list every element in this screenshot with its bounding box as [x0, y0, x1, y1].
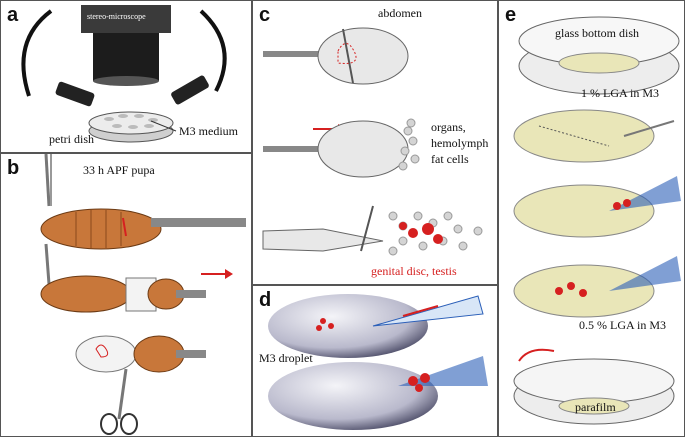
embedding-illustration	[513, 16, 681, 425]
m3-medium-label: M3 medium	[179, 124, 238, 138]
panel-b: b 33 h APF pupa	[0, 153, 252, 437]
tissue-lower	[408, 373, 430, 392]
genital-disc-label: genital disc, testis	[371, 264, 457, 278]
medium-pointer	[150, 120, 177, 132]
scissors	[117, 368, 128, 420]
abdomen-intact	[317, 27, 409, 85]
forceps-right-1	[151, 218, 246, 227]
abdomen-label: abdomen	[378, 6, 422, 20]
organs-label: organs,	[431, 120, 466, 134]
abdomen-dissection-illustration	[262, 27, 483, 256]
fat-cells	[398, 118, 420, 171]
panel-e-label: e	[505, 4, 517, 26]
genital-disc-testis	[399, 222, 443, 244]
panel-c-label: c	[259, 4, 271, 26]
droplet-label: M3 droplet	[259, 351, 313, 365]
gel-block-2	[513, 184, 655, 238]
panel-d-label: d	[259, 289, 272, 311]
abdomen-shell	[262, 228, 384, 252]
glass-dish-label: glass bottom dish	[555, 26, 640, 40]
fat-cells-label: fat cells	[431, 152, 469, 166]
objective-lens	[93, 76, 159, 86]
pupa-abdomen	[75, 335, 137, 373]
petri-dish-label: petri dish	[49, 132, 94, 146]
panel-b-label: b	[7, 157, 20, 179]
panel-d: d M3 droplet	[252, 285, 498, 437]
pipette-arrow	[402, 305, 439, 317]
microscope-body	[81, 5, 171, 33]
forceps-c1	[263, 51, 333, 57]
microscope-setup-illustration	[21, 5, 227, 143]
lamp-left	[55, 81, 95, 107]
pipette	[372, 295, 484, 327]
dish-wells	[104, 114, 158, 129]
abdomen-opened	[317, 120, 409, 178]
panel-e: e glass bottom dish 1 % LGA in M3 0.5 % …	[498, 0, 685, 437]
cut-arrow	[122, 217, 127, 237]
light-arm-left	[21, 9, 53, 97]
microscope-label: stereo-microscope	[87, 12, 146, 21]
gel-block-1	[513, 109, 655, 163]
parafilm-label: parafilm	[575, 400, 616, 414]
lamp-right	[171, 75, 209, 105]
forceps-c2	[263, 146, 333, 152]
forceps-top	[44, 154, 51, 207]
panel-a: a stereo-microscope petri dish M3 medium	[0, 0, 252, 153]
released-cells	[388, 211, 483, 256]
panel-c: c abdomen organs, hemolymph fat cells ge…	[252, 0, 498, 285]
microscope-objective	[93, 33, 159, 81]
pupa-intact	[40, 208, 162, 250]
forceps-right-2	[176, 290, 206, 298]
hemolymph-label: hemolymph	[431, 136, 489, 150]
panel-a-label: a	[7, 4, 19, 26]
pupa-dissection-illustration	[40, 154, 246, 435]
petri-dish	[88, 111, 174, 135]
lga05-label: 0.5 % LGA in M3	[579, 318, 666, 332]
droplet-upper	[268, 294, 428, 358]
pupa-label: 33 h APF pupa	[83, 163, 155, 177]
pupa-partial	[40, 275, 132, 313]
droplet-illustration	[268, 294, 488, 430]
droplet-lower	[268, 362, 438, 430]
tissue-upper	[316, 318, 334, 331]
seal-arrow	[518, 348, 555, 362]
light-arm-right	[199, 9, 227, 92]
lga1-label: 1 % LGA in M3	[581, 86, 659, 100]
gel-spot	[558, 52, 640, 74]
knife	[623, 120, 675, 137]
